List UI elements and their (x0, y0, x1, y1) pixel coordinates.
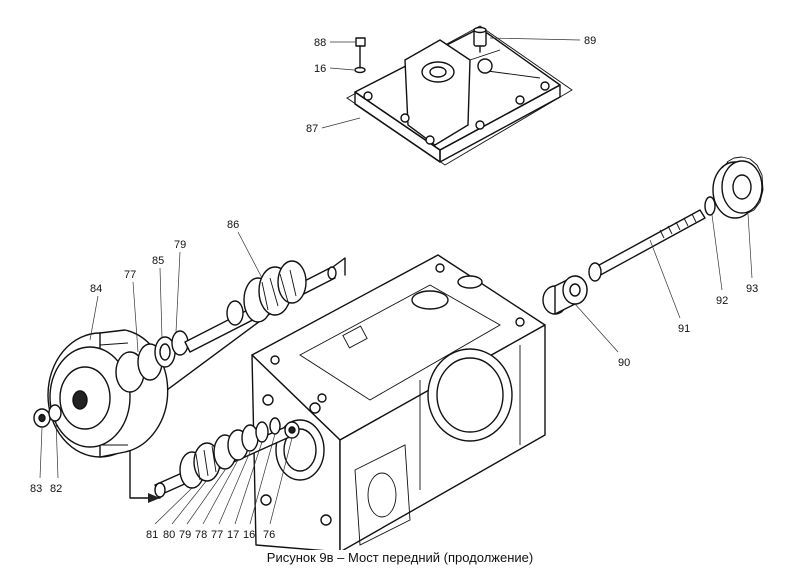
gear-93 (712, 156, 764, 219)
callout-17: 17 (227, 529, 239, 541)
callout-83: 83 (30, 483, 42, 495)
callout-78: 78 (195, 529, 207, 541)
ring-92 (704, 196, 716, 216)
callout-84: 84 (90, 283, 102, 295)
washer-82 (48, 404, 62, 422)
callout-91: 91 (678, 323, 690, 335)
top-cover-assembly (346, 25, 573, 166)
callout-90: 90 (618, 357, 630, 369)
callout-86: 86 (227, 219, 239, 231)
callout-79-top: 79 (174, 239, 186, 251)
callout-93: 93 (746, 283, 758, 295)
callout-82: 82 (50, 483, 62, 495)
callout-81: 81 (146, 529, 158, 541)
callout-16-bottom: 16 (243, 529, 255, 541)
main-housing (251, 254, 546, 550)
callout-88: 88 (314, 37, 326, 49)
callout-76: 76 (263, 529, 275, 541)
figure-caption: Рисунок 9в – Мост передний (продолжение) (266, 550, 534, 565)
leader-lines (39, 37, 753, 525)
shaft-86 (184, 260, 337, 353)
input-shaft-group (33, 257, 346, 503)
output-shaft-group (542, 156, 764, 315)
coupling-90 (542, 275, 588, 315)
cover-housing (404, 39, 471, 146)
plug-89 (473, 26, 487, 53)
callout-80: 80 (163, 529, 175, 541)
callout-92: 92 (716, 295, 728, 307)
callout-labels: 88 16 87 89 86 85 79 77 84 83 82 81 80 7… (30, 35, 758, 541)
bolt-88 (354, 37, 366, 74)
callout-85: 85 (152, 255, 164, 267)
exploded-assembly-drawing: 88 16 87 89 86 85 79 77 84 83 82 81 80 7… (30, 25, 764, 550)
bearing-pack (115, 330, 189, 393)
callout-89: 89 (584, 35, 596, 47)
callout-77-top: 77 (124, 269, 136, 281)
callout-87: 87 (306, 123, 318, 135)
callout-79-bottom: 79 (179, 529, 191, 541)
callout-77-bottom: 77 (211, 529, 223, 541)
callout-16-top: 16 (314, 63, 326, 75)
shaft-91 (588, 209, 706, 282)
